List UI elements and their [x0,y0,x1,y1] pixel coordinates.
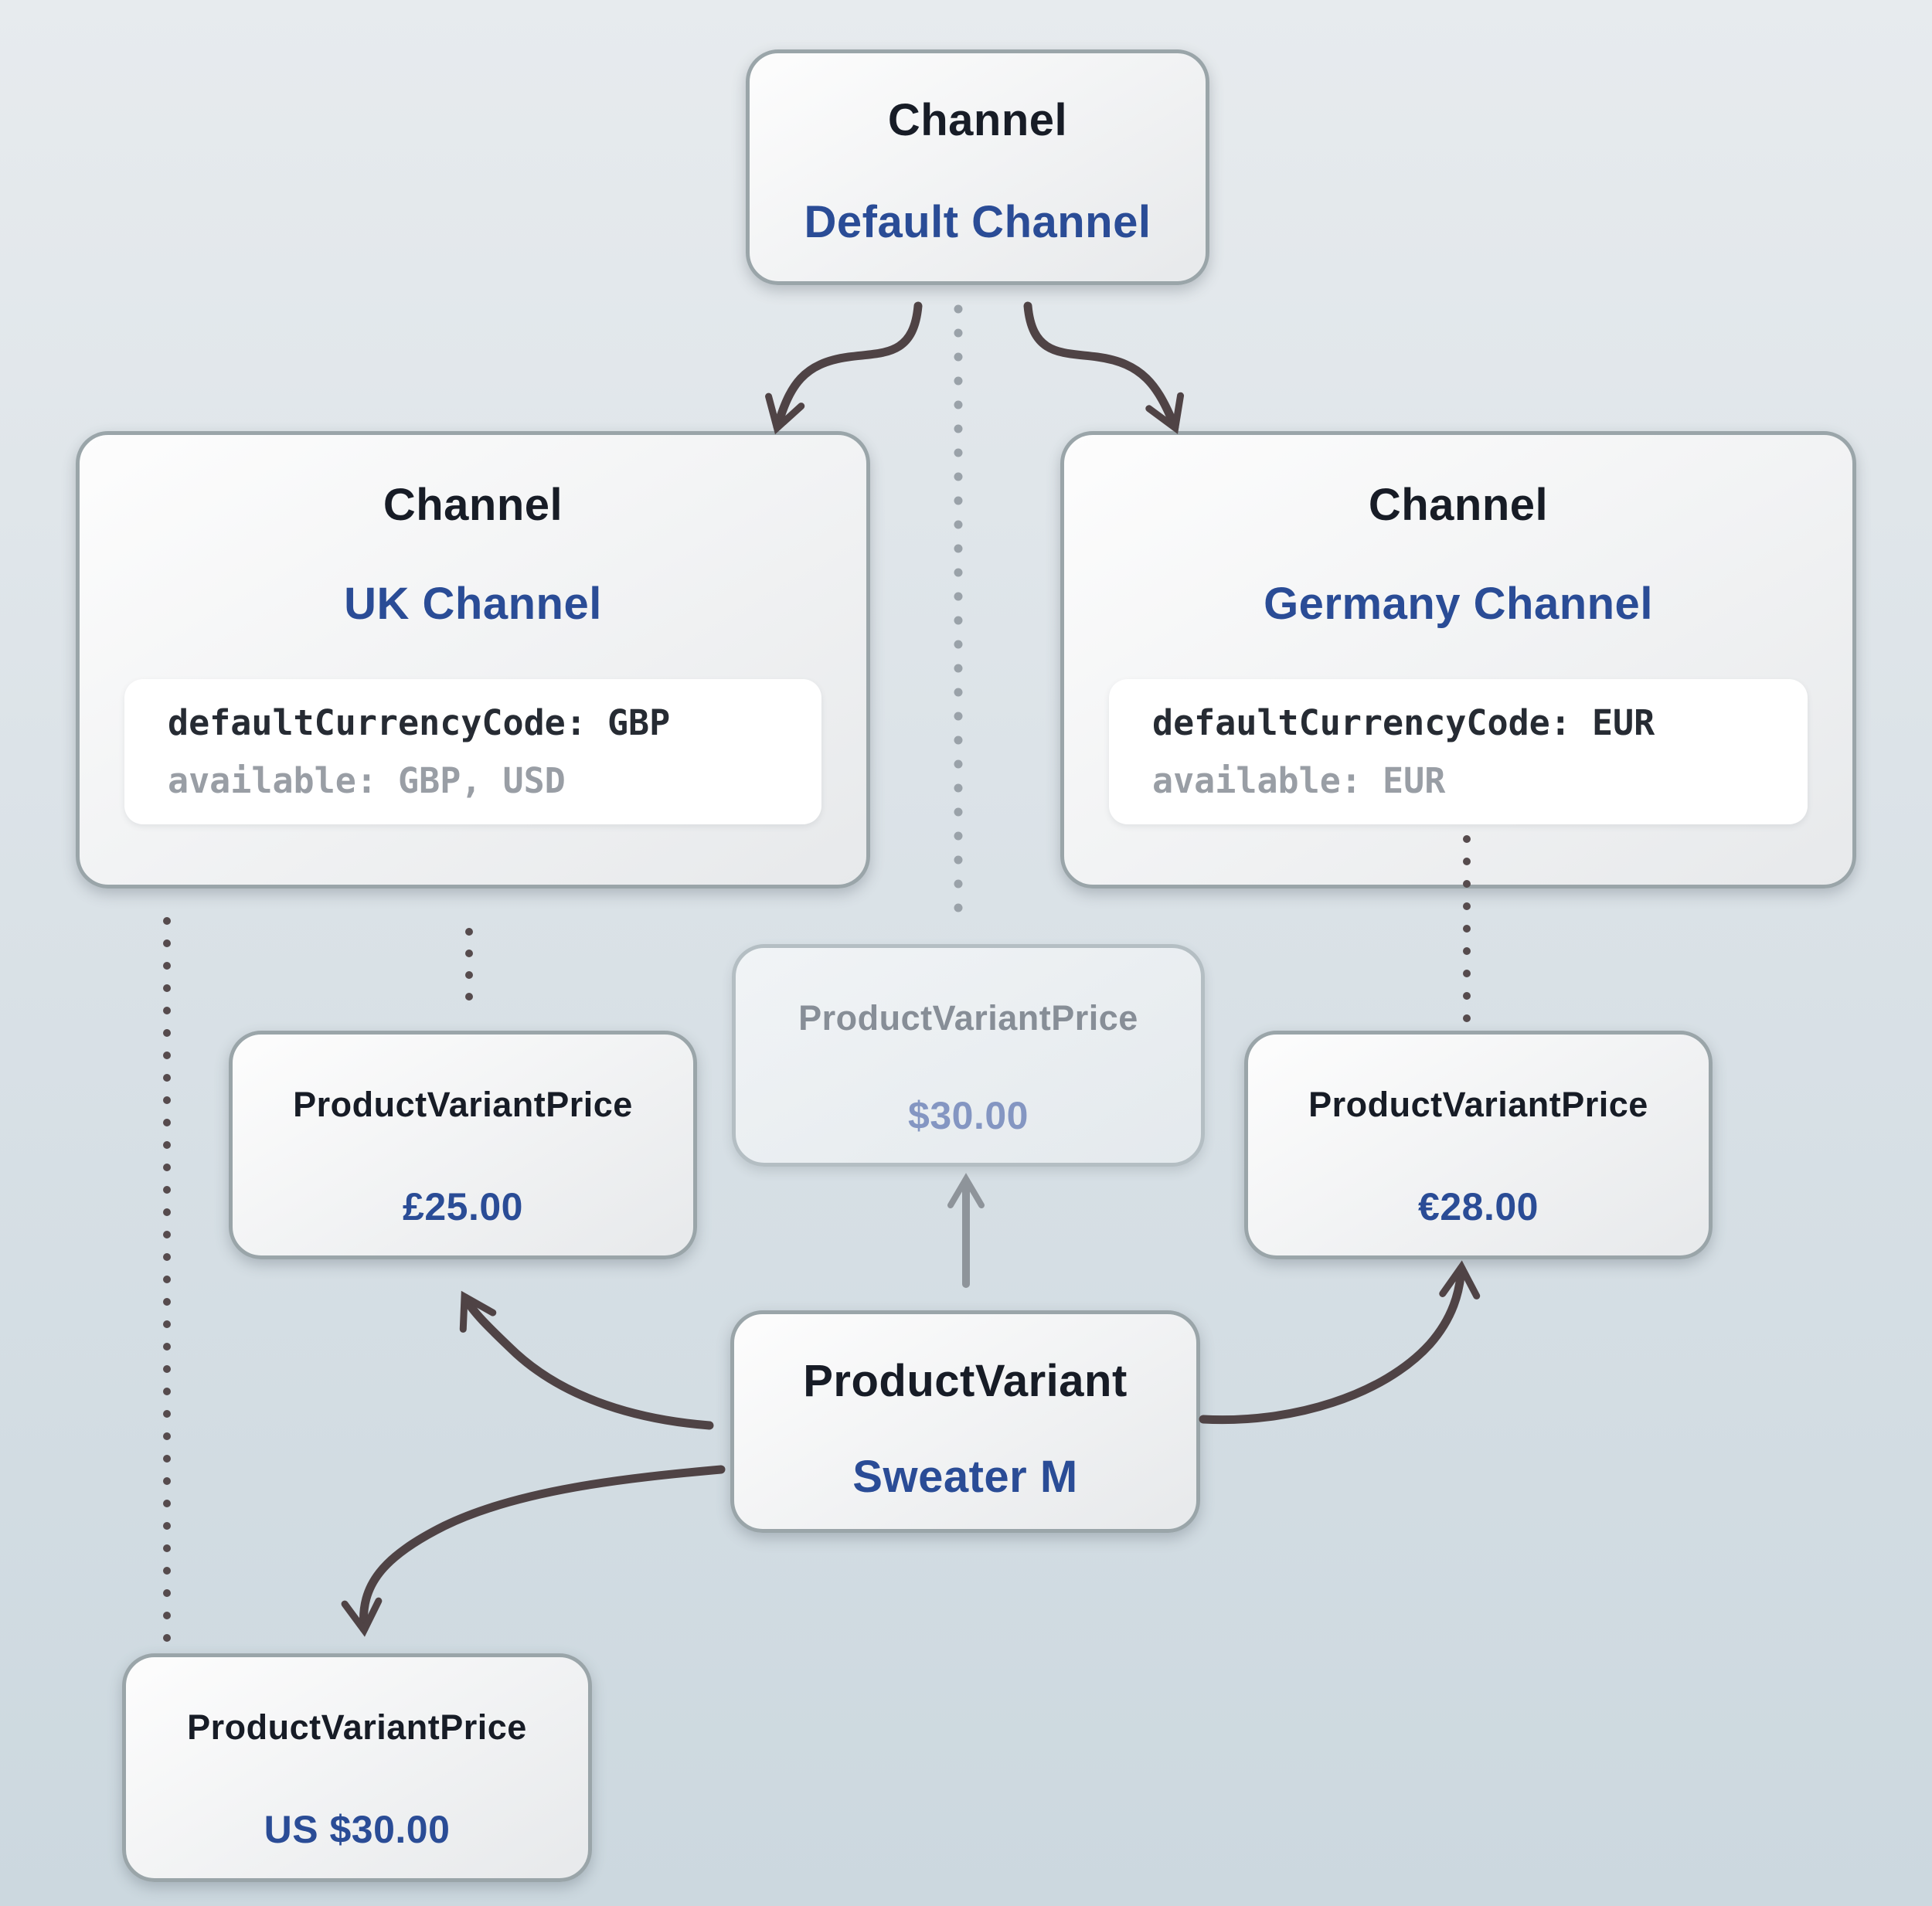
node-price-us-dollar: ProductVariantPrice US $30.00 [122,1653,592,1882]
arrow-variant-to-gbp-price [459,1290,714,1430]
available-currencies-line: available: EUR [1152,760,1446,801]
currency-code-panel: defaultCurrencyCode: GBP available: GBP,… [124,679,821,824]
node-type-label: ProductVariantPrice [187,1707,527,1747]
price-value: US $30.00 [264,1808,451,1851]
arrow-default-to-uk-channel [765,301,923,435]
default-currency-line: defaultCurrencyCode: EUR [1152,702,1655,743]
node-type-label: Channel [887,95,1068,145]
node-product-variant: ProductVariant Sweater M [730,1310,1200,1533]
node-type-label: ProductVariant [803,1356,1128,1406]
default-currency-line: defaultCurrencyCode: GBP [168,702,671,743]
node-entity-name: Germany Channel [1264,579,1653,629]
arrow-variant-to-eur-price [1199,1260,1481,1425]
currency-code-panel: defaultCurrencyCode: EUR available: EUR [1109,679,1808,824]
node-entity-name: UK Channel [344,579,602,629]
node-inherited-price-usd: ProductVariantPrice $30.00 [732,944,1205,1167]
node-type-label: Channel [383,480,563,530]
node-uk-channel: Channel UK Channel defaultCurrencyCode: … [76,431,870,888]
node-price-gbp: ProductVariantPrice £25.00 [229,1031,697,1259]
price-value: $30.00 [908,1094,1029,1137]
available-currencies-line: available: GBP, USD [168,760,566,801]
price-value: £25.00 [403,1185,523,1228]
node-type-label: ProductVariantPrice [1308,1085,1648,1124]
node-price-eur: ProductVariantPrice €28.00 [1244,1031,1713,1259]
arrow-default-to-germany-channel [1023,301,1185,434]
node-type-label: Channel [1368,480,1549,530]
price-value: €28.00 [1418,1185,1539,1228]
node-entity-name: Sweater M [852,1452,1078,1502]
arrow-variant-to-usd-price [341,1465,726,1637]
node-germany-channel: Channel Germany Channel defaultCurrencyC… [1060,431,1856,888]
node-type-label: ProductVariantPrice [293,1085,633,1124]
node-type-label: ProductVariantPrice [798,998,1138,1038]
node-default-channel: Channel Default Channel [746,49,1209,285]
node-entity-name: Default Channel [804,197,1151,247]
